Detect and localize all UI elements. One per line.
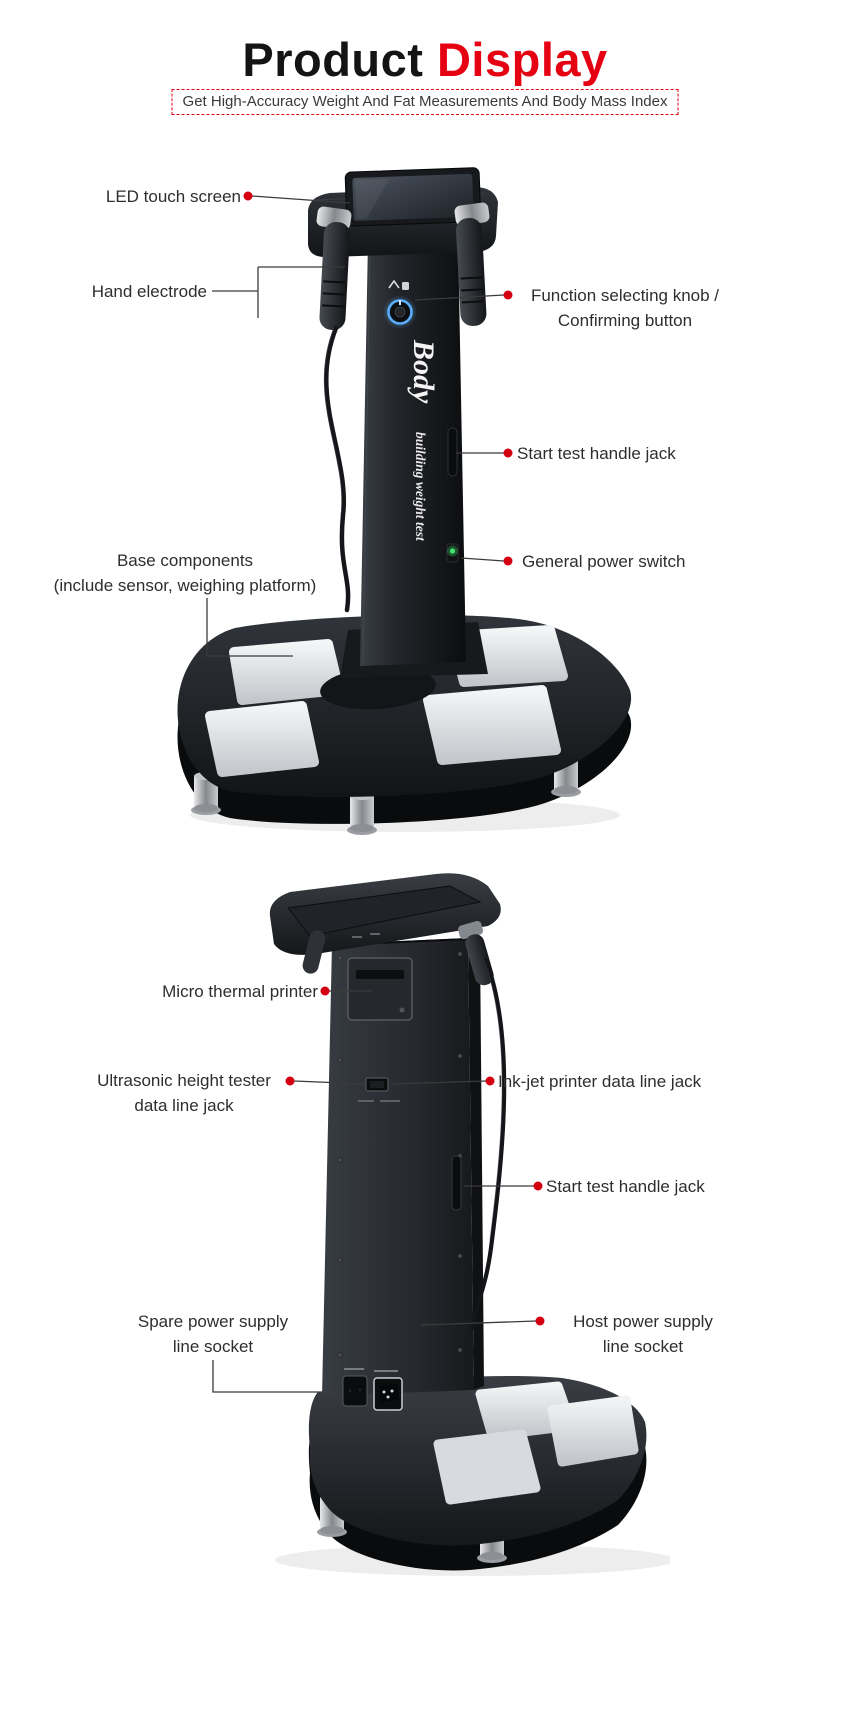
callout-ultrasonic-height-tester-text: Ultrasonic height tester data line jack [97,1071,271,1115]
thermal-printer-panel [347,957,413,1021]
callout-start-test-jack-back: Start test handle jack [546,1174,756,1199]
printer-paper-slot [356,970,404,979]
callout-start-test-jack-front: Start test handle jack [517,441,727,466]
hand-cable [324,325,351,613]
handle-jack-slot-back [451,1155,462,1211]
callout-base-components-text: Base components (include sensor, weighin… [53,551,317,595]
head-caption-mark [352,936,362,938]
callout-led-touch-screen-text: LED touch screen [105,187,241,206]
handle-jack-slot [447,427,458,477]
subtitle-text: Get High-Accuracy Weight And Fat Measure… [182,93,668,110]
foot-electrode-lower-right [423,685,561,765]
callout-inkjet-printer-jack-text: Ink-jet printer data line jack [498,1072,702,1091]
tower-column-back [322,938,474,1396]
power-socket-host [373,1370,403,1411]
callout-start-test-jack-front-text: Start test handle jack [517,444,676,463]
column-edge-highlight [362,243,371,663]
callout-hand-electrode-text: Hand electrode [91,282,207,301]
callout-base-components: Base components (include sensor, weighin… [22,548,348,598]
callout-ultrasonic-height-tester: Ultrasonic height tester data line jack [80,1068,288,1118]
column-brand-subtext: building weight test [413,432,428,542]
head-caption-mark [370,933,380,935]
callout-spare-power-socket-text: Spare power supply line socket [137,1312,289,1356]
foot-electrode-lower-left [205,701,319,777]
callout-micro-thermal-printer-text: Micro thermal printer [162,982,318,1001]
page-title: Product Display [0,32,850,87]
callout-inkjet-printer-jack: Ink-jet printer data line jack [498,1069,748,1094]
hand-electrode-right-back [458,920,494,986]
back-view-image [269,873,670,1576]
callout-host-power-socket-text: Host power supply line socket [573,1312,713,1356]
front-view-image: Body building weight test [177,167,632,835]
callout-led-touch-screen: LED touch screen [36,184,241,209]
callout-general-power-switch-text: General power switch [522,552,686,571]
led-touch-screen [344,167,482,227]
power-socket-spare [342,1368,368,1407]
callout-general-power-switch: General power switch [522,549,732,574]
port-caption-mark [380,1100,400,1102]
hand-cable-highlight [323,327,343,516]
callout-start-test-jack-back-text: Start test handle jack [546,1177,705,1196]
callout-function-knob: Function selecting knob / Confirming but… [512,283,738,333]
hand-cable-back [470,957,507,1331]
hand-electrode-left-back [302,930,326,974]
screen-back-panel [287,885,482,937]
function-knob [383,295,417,329]
panel-screws [337,951,463,1358]
brand-logo [388,279,409,290]
hand-electrode-left [316,206,352,330]
callout-hand-electrode: Hand electrode [36,279,207,304]
callout-micro-thermal-printer: Micro thermal printer [113,979,318,1004]
power-switch [446,543,459,563]
callout-host-power-socket: Host power supply line socket [548,1309,738,1359]
port-caption-mark [358,1100,374,1102]
foot-electrodes [433,1381,639,1505]
column-side-face [468,938,484,1390]
tower-column [360,236,466,666]
knob-indicator [399,300,401,305]
page-title-red: Display [436,33,608,86]
foot-electrode-back-3 [433,1429,541,1505]
callout-spare-power-socket: Spare power supply line socket [113,1309,313,1359]
column-brand-text: Body [407,339,440,404]
foot-electrode-back-2 [547,1395,639,1467]
hand-cable-back-highlight [483,959,503,1241]
page-title-black: Product [242,33,424,86]
subtitle-box: Get High-Accuracy Weight And Fat Measure… [171,89,679,115]
callout-function-knob-text: Function selecting knob / Confirming but… [530,286,720,330]
